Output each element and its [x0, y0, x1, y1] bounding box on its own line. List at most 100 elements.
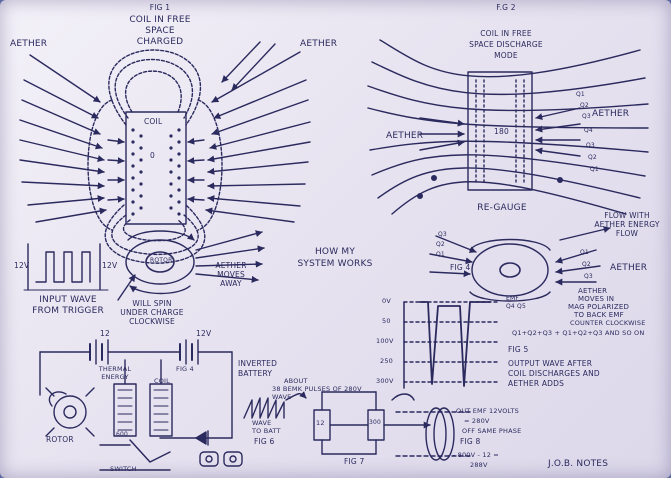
- fig4-sketch: [469, 238, 551, 302]
- fig4-flow-caption-2: Aether energy: [594, 220, 660, 229]
- fig4-q2: Q2: [436, 241, 445, 248]
- fig1-title-line1: Coil in free: [129, 15, 191, 25]
- fig4-q3: Q3: [438, 231, 447, 238]
- circuit-inverted-2: battery: [238, 369, 273, 378]
- fig1-title-line2: space: [145, 26, 175, 36]
- circuit-rotor: [45, 387, 95, 437]
- fig2-title-line2: space discharge: [469, 40, 543, 49]
- fig1-aether-arrows-right: [205, 41, 311, 223]
- fig2-q1: Q1: [576, 91, 585, 98]
- circuit-thermal-2: energy: [101, 373, 129, 381]
- fig4-moves-2: moves in: [578, 295, 615, 303]
- fig6-wave-caption-1: Wave: [252, 419, 272, 427]
- fig8-caption-2: = 280v: [464, 417, 490, 425]
- circuit-coil-label: Coil: [154, 377, 170, 385]
- fig2-q3b: Q3: [586, 142, 595, 149]
- circuit-thermal-1: Thermal: [98, 365, 132, 373]
- circuit-rotor-label: Rotor: [46, 435, 74, 444]
- circuit-coil-num: 600: [116, 431, 129, 438]
- fig1-coil-zero: 0: [150, 151, 155, 160]
- fig4-q1: Q1: [436, 251, 445, 258]
- fig2-dots: [417, 175, 563, 199]
- fig1-aether-right: Aether: [300, 39, 338, 49]
- fig4-right-q3: Q3: [584, 273, 593, 280]
- fig4-moves-4: to back EMF: [574, 311, 624, 319]
- fig1-aether-arrows-left: [19, 54, 107, 223]
- fig1-label: Fig 1: [149, 3, 171, 12]
- fig1-coil: [125, 111, 187, 225]
- fig5-y2: 100v: [376, 337, 394, 345]
- input-wave-right-value: 12v: [102, 261, 118, 270]
- fig8-loop: [395, 407, 471, 461]
- fig2-arrows: [419, 107, 581, 157]
- fig7-circuit: [313, 391, 431, 455]
- fig6-wave: [243, 391, 307, 419]
- fig2-title-line3: mode: [494, 51, 518, 60]
- fig4-moves-3: Mag Polarized: [568, 303, 630, 311]
- fig1-aether-left: Aether: [10, 39, 48, 49]
- fig5-label: Fig 5: [508, 345, 529, 354]
- fig2-coil: [467, 71, 533, 191]
- circuit-top-left-value: 12: [100, 329, 110, 338]
- fig5-caption-3: Aether adds: [508, 379, 565, 388]
- fig4-moves-5: counter clockwise: [570, 319, 646, 327]
- fig2-aether-left: Aether: [386, 131, 424, 141]
- fig2-label: F.G 2: [496, 3, 516, 12]
- fig5-y3: 250: [380, 357, 394, 365]
- input-wave-caption-1: Input wave: [39, 295, 97, 305]
- fig7-box2: 300: [369, 419, 382, 426]
- center-title-line2: system works: [297, 259, 373, 269]
- fig1-inner-arrows: [107, 137, 205, 203]
- fig6-label: Fig 6: [254, 437, 275, 446]
- fig2-coil-num: 180: [494, 127, 509, 136]
- fig6-top-caption-2: 38 Bemk pulses of 280v: [272, 385, 362, 393]
- rotor-spin-caption-2: under charge: [120, 308, 184, 317]
- fig5-caption-1: Output wave after: [508, 359, 593, 368]
- fig5-y0: 0V: [382, 297, 391, 305]
- fig4-right-q1: Q1: [580, 249, 589, 256]
- fig2-q1b: Q1: [590, 166, 599, 173]
- circuit-wiring: [39, 339, 233, 471]
- rotor-spin-caption-3: clockwise: [129, 317, 175, 326]
- fig1-coil-label: Coil: [144, 117, 163, 126]
- fig6-top-caption-1: About: [284, 377, 308, 385]
- circuit-top-right-value: 12v: [196, 329, 212, 338]
- rotor-spin-caption-1: Will spin: [132, 299, 172, 308]
- fig5-y1: 50: [382, 317, 391, 325]
- center-title-line1: How my: [314, 247, 356, 257]
- fig2-q2b: Q2: [588, 154, 597, 161]
- fig2-aether-right: Aether: [592, 109, 630, 119]
- fig7-box1: 12: [316, 419, 325, 427]
- fig8-formula-1: - - 800v - 12 =: [448, 451, 499, 459]
- fig2-q2: Q2: [580, 102, 589, 109]
- fig7-label: Fig 7: [344, 457, 365, 466]
- fig8-caption-3: Off same phase: [462, 427, 522, 435]
- fig4-emf-2: Q4 Q5: [506, 303, 526, 310]
- fig2-title-line1: Coil in free: [480, 29, 532, 38]
- rotor-aether-caption-2: moves: [217, 270, 245, 279]
- circuit-fig4-label: Fig 4: [176, 365, 194, 373]
- input-wave-caption-2: from trigger: [32, 306, 104, 316]
- fig8-signature: J.O.B. Notes: [548, 459, 609, 469]
- fig8-formula-2: 288v: [470, 461, 488, 469]
- fig4-aether-label: Aether: [610, 263, 648, 273]
- rotor-aether-caption-1: Aether: [215, 261, 247, 270]
- fig5-y4: 300v: [376, 377, 394, 385]
- fig8-caption-1: Out EMF 12volts: [456, 407, 519, 415]
- fig5-graph: [403, 301, 501, 389]
- fig4-label: Fig 4: [450, 263, 471, 272]
- fig4-right-q2: Q2: [582, 261, 591, 268]
- rotor-aether-caption-3: away: [220, 279, 242, 288]
- fig2-q4: Q4: [584, 127, 593, 134]
- fig4-formula: Q1+Q2+Q3 + Q1+Q2+Q3 and so on: [512, 329, 645, 337]
- fig2-field-lines: [367, 39, 649, 215]
- fig4-flow-caption-3: flow: [615, 229, 639, 238]
- input-wave-trace: [23, 243, 109, 291]
- fig1-field-lines: [87, 49, 223, 264]
- rotor-sketch: [117, 230, 195, 301]
- fig5-caption-2: coil discharges and: [508, 369, 600, 378]
- circuit-small-parts: [199, 451, 243, 467]
- fig4-arrows: [429, 226, 611, 286]
